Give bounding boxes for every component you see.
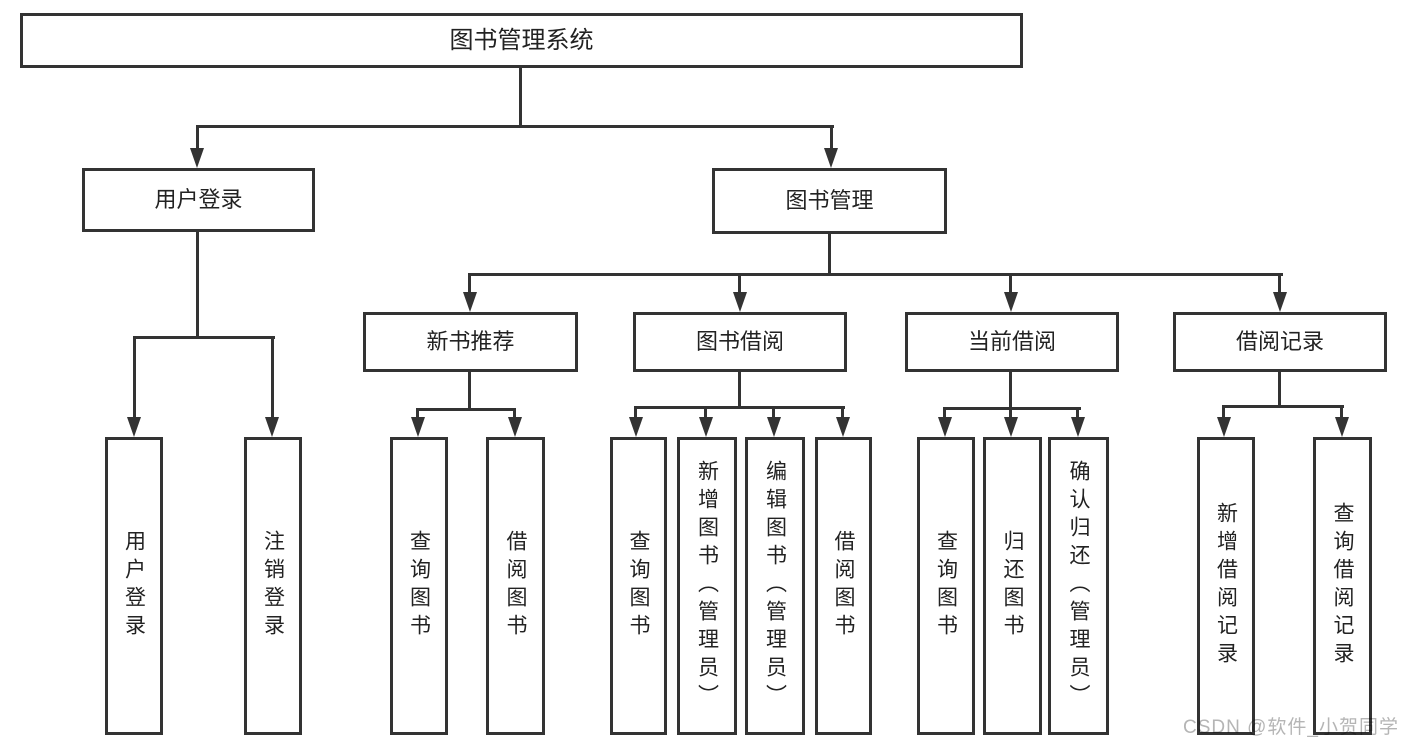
connector-to-leaf — [943, 407, 946, 420]
connector-to-borrow-records — [1278, 273, 1281, 295]
connector-book-borrow-split — [634, 406, 845, 409]
connector-to-leaf — [416, 408, 419, 420]
leaf-query-books-current: 查询图书 — [917, 437, 975, 735]
node-book-management: 图书管理 — [712, 168, 947, 234]
arrow-down-icon — [508, 417, 522, 437]
connector-book-management-stub — [828, 234, 831, 275]
leaf-borrow-books-recommend: 借阅图书 — [486, 437, 545, 735]
arrow-down-icon — [1217, 417, 1231, 437]
connector-current-borrow-split — [943, 407, 1081, 410]
connector-current-borrow-stub — [1009, 372, 1012, 409]
arrow-down-icon — [733, 292, 747, 312]
connector-to-leaf — [704, 406, 707, 420]
leaf-logout: 注销登录 — [244, 437, 302, 735]
connector-to-leaf — [1076, 407, 1079, 420]
arrow-down-icon — [629, 417, 643, 437]
watermark-text: CSDN @软件_小贺同学 — [1183, 717, 1399, 738]
arrow-down-icon — [127, 417, 141, 437]
leaf-query-books-recommend: 查询图书 — [390, 437, 448, 735]
leaf-edit-books-admin: 编辑图书（管理员） — [745, 437, 805, 735]
connector-to-leaf — [841, 406, 844, 420]
arrow-down-icon — [938, 417, 952, 437]
connector-to-leaf — [1222, 405, 1225, 420]
arrow-down-icon — [824, 148, 838, 168]
connector-to-current-borrow — [1009, 273, 1012, 295]
connector-to-leaf — [1340, 405, 1343, 420]
arrow-down-icon — [411, 417, 425, 437]
node-new-book-recommend: 新书推荐 — [363, 312, 578, 372]
connector-to-book-management — [830, 125, 833, 150]
connector-to-leaf — [772, 406, 775, 420]
arrow-down-icon — [463, 292, 477, 312]
leaf-return-books: 归还图书 — [983, 437, 1042, 735]
arrow-down-icon — [1335, 417, 1349, 437]
arrow-down-icon — [190, 148, 204, 168]
connector-user-login-stub — [196, 232, 199, 339]
connector-level2-split — [196, 125, 834, 128]
arrow-down-icon — [265, 417, 279, 437]
connector-to-leaf — [634, 406, 637, 420]
node-user-login: 用户登录 — [82, 168, 315, 232]
leaf-add-books-admin: 新增图书（管理员） — [677, 437, 737, 735]
connector-new-book-split — [416, 408, 516, 411]
leaf-add-borrow-record: 新增借阅记录 — [1197, 437, 1255, 735]
leaf-query-books-borrow: 查询图书 — [610, 437, 667, 735]
node-current-borrow: 当前借阅 — [905, 312, 1119, 372]
arrow-down-icon — [699, 417, 713, 437]
connector-to-user-login — [196, 125, 199, 150]
connector-to-leaf — [133, 336, 136, 419]
node-book-borrow: 图书借阅 — [633, 312, 847, 372]
leaf-confirm-return-admin: 确认归还（管理员） — [1048, 437, 1109, 735]
leaf-borrow-books: 借阅图书 — [815, 437, 872, 735]
arrow-down-icon — [1004, 417, 1018, 437]
connector-borrow-records-split — [1222, 405, 1344, 408]
connector-to-leaf — [513, 408, 516, 420]
arrow-down-icon — [836, 417, 850, 437]
arrow-down-icon — [1004, 292, 1018, 312]
leaf-user-login: 用户登录 — [105, 437, 163, 735]
connector-new-book-stub — [468, 372, 471, 410]
connector-book-borrow-stub — [738, 372, 741, 408]
connector-root-stub — [519, 68, 522, 127]
connector-borrow-records-stub — [1278, 372, 1281, 407]
connector-to-book-borrow — [738, 273, 741, 295]
node-borrow-records: 借阅记录 — [1173, 312, 1387, 372]
leaf-query-borrow-record: 查询借阅记录 — [1313, 437, 1372, 735]
connector-to-leaf — [271, 336, 274, 419]
connector-to-leaf — [1009, 407, 1012, 420]
arrow-down-icon — [767, 417, 781, 437]
connector-to-new-book — [468, 273, 471, 295]
arrow-down-icon — [1071, 417, 1085, 437]
arrow-down-icon — [1273, 292, 1287, 312]
connector-level3-split — [468, 273, 1283, 276]
node-library-system: 图书管理系统 — [20, 13, 1023, 68]
connector-user-login-split — [133, 336, 275, 339]
